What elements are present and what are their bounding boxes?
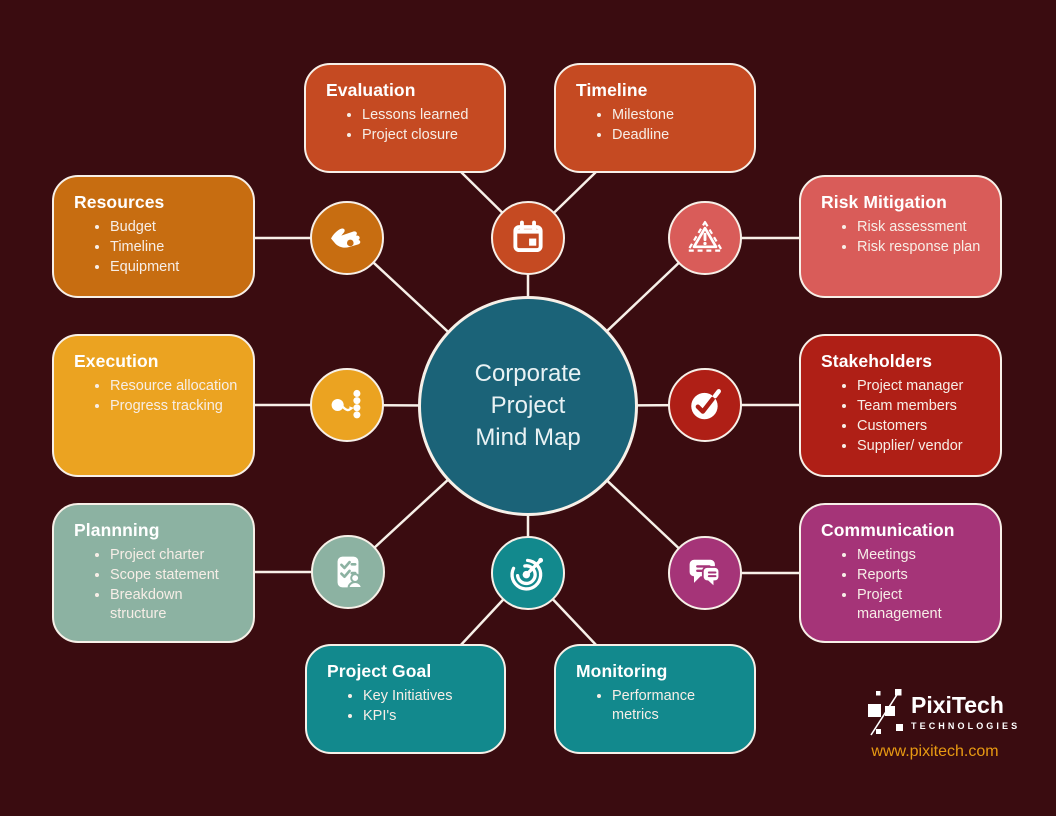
brand-website: www.pixitech.com xyxy=(871,743,999,760)
warning-icon xyxy=(668,201,742,275)
central-topic-line: Mind Map xyxy=(475,424,581,452)
node-evaluation: Evaluation Lessons learnedProject closur… xyxy=(304,63,506,173)
bullet-item: Key Initiatives xyxy=(363,687,490,706)
checklist-icon xyxy=(311,535,385,609)
chat-icon xyxy=(668,536,742,610)
central-topic-line: Project xyxy=(490,391,566,419)
node-planning: Plannning Project charterScope statement… xyxy=(52,503,255,643)
bullet-item: Progress tracking xyxy=(110,397,239,416)
bullet-item: Customers xyxy=(857,417,986,436)
node-execution: Execution Resource allocationProgress tr… xyxy=(52,334,255,477)
node-title: Stakeholders xyxy=(821,351,933,371)
bullet-list: Performance metrics xyxy=(576,687,740,725)
bullet-list: Lessons learnedProject closure xyxy=(326,106,490,145)
node-title: Timeline xyxy=(576,80,648,100)
central-topic: Corporate Project Mind Map xyxy=(418,296,638,516)
node-title: Project Goal xyxy=(327,661,432,681)
check-icon xyxy=(668,368,742,442)
node-project-goal: Project Goal Key InitiativesKPI's xyxy=(305,644,506,754)
node-title: Communication xyxy=(821,520,955,540)
brand-logo: PixiTech TECHNOLOGIES www.pixitech.com xyxy=(866,688,1017,761)
brand-name: PixiTech xyxy=(911,692,1004,718)
bullet-item: Deadline xyxy=(612,126,740,145)
bullet-item: Performance metrics xyxy=(612,687,740,725)
bullet-item: Budget xyxy=(110,218,239,237)
bullet-list: BudgetTimelineEquipment xyxy=(74,218,239,277)
node-title: Risk Mitigation xyxy=(821,192,947,212)
node-communication: Communication MeetingsReportsProject man… xyxy=(799,503,1002,643)
target-icon xyxy=(491,536,565,610)
bullet-item: Meetings xyxy=(857,546,986,565)
bullet-item: Project charter xyxy=(110,546,239,565)
allocation-icon xyxy=(310,368,384,442)
node-resources: Resources BudgetTimelineEquipment xyxy=(52,175,255,298)
bullet-item: KPI's xyxy=(363,707,490,726)
hand-icon xyxy=(310,201,384,275)
node-title: Resources xyxy=(74,192,165,212)
bullet-item: Risk response plan xyxy=(857,238,986,257)
bullet-list: MilestoneDeadline xyxy=(576,106,740,145)
bullet-item: Resource allocation xyxy=(110,377,239,396)
bullet-list: Project managerTeam membersCustomersSupp… xyxy=(821,377,986,455)
bullet-item: Risk assessment xyxy=(857,218,986,237)
bullet-item: Reports xyxy=(857,566,986,585)
node-stakeholders: Stakeholders Project managerTeam members… xyxy=(799,334,1002,477)
bullet-list: Project charterScope statementBreakdown … xyxy=(74,546,239,623)
node-title: Evaluation xyxy=(326,80,416,100)
bullet-item: Supplier/ vendor xyxy=(857,437,986,456)
node-title: Monitoring xyxy=(576,661,668,681)
bullet-item: Lessons learned xyxy=(362,106,490,125)
calendar-icon xyxy=(491,201,565,275)
node-monitoring: Monitoring Performance metrics xyxy=(554,644,756,754)
pixitech-logo-icon xyxy=(868,689,903,736)
brand-subtitle: TECHNOLOGIES xyxy=(911,721,1021,731)
bullet-item: Breakdown structure xyxy=(110,586,239,624)
bullet-item: Team members xyxy=(857,397,986,416)
bullet-item: Project closure xyxy=(362,126,490,145)
bullet-list: Risk assessmentRisk response plan xyxy=(821,218,986,257)
bullet-item: Project manager xyxy=(857,377,986,396)
bullet-item: Project management xyxy=(857,586,986,624)
node-title: Plannning xyxy=(74,520,160,540)
bullet-item: Milestone xyxy=(612,106,740,125)
node-title: Execution xyxy=(74,351,159,371)
bullet-item: Scope statement xyxy=(110,566,239,585)
central-topic-line: Corporate xyxy=(474,359,582,387)
node-timeline: Timeline MilestoneDeadline xyxy=(554,63,756,173)
bullet-item: Equipment xyxy=(110,258,239,277)
bullet-item: Timeline xyxy=(110,238,239,257)
bullet-list: MeetingsReportsProject management xyxy=(821,546,986,623)
node-risk-mitigation: Risk Mitigation Risk assessmentRisk resp… xyxy=(799,175,1002,298)
bullet-list: Key InitiativesKPI's xyxy=(327,687,490,726)
bullet-list: Resource allocationProgress tracking xyxy=(74,377,239,416)
